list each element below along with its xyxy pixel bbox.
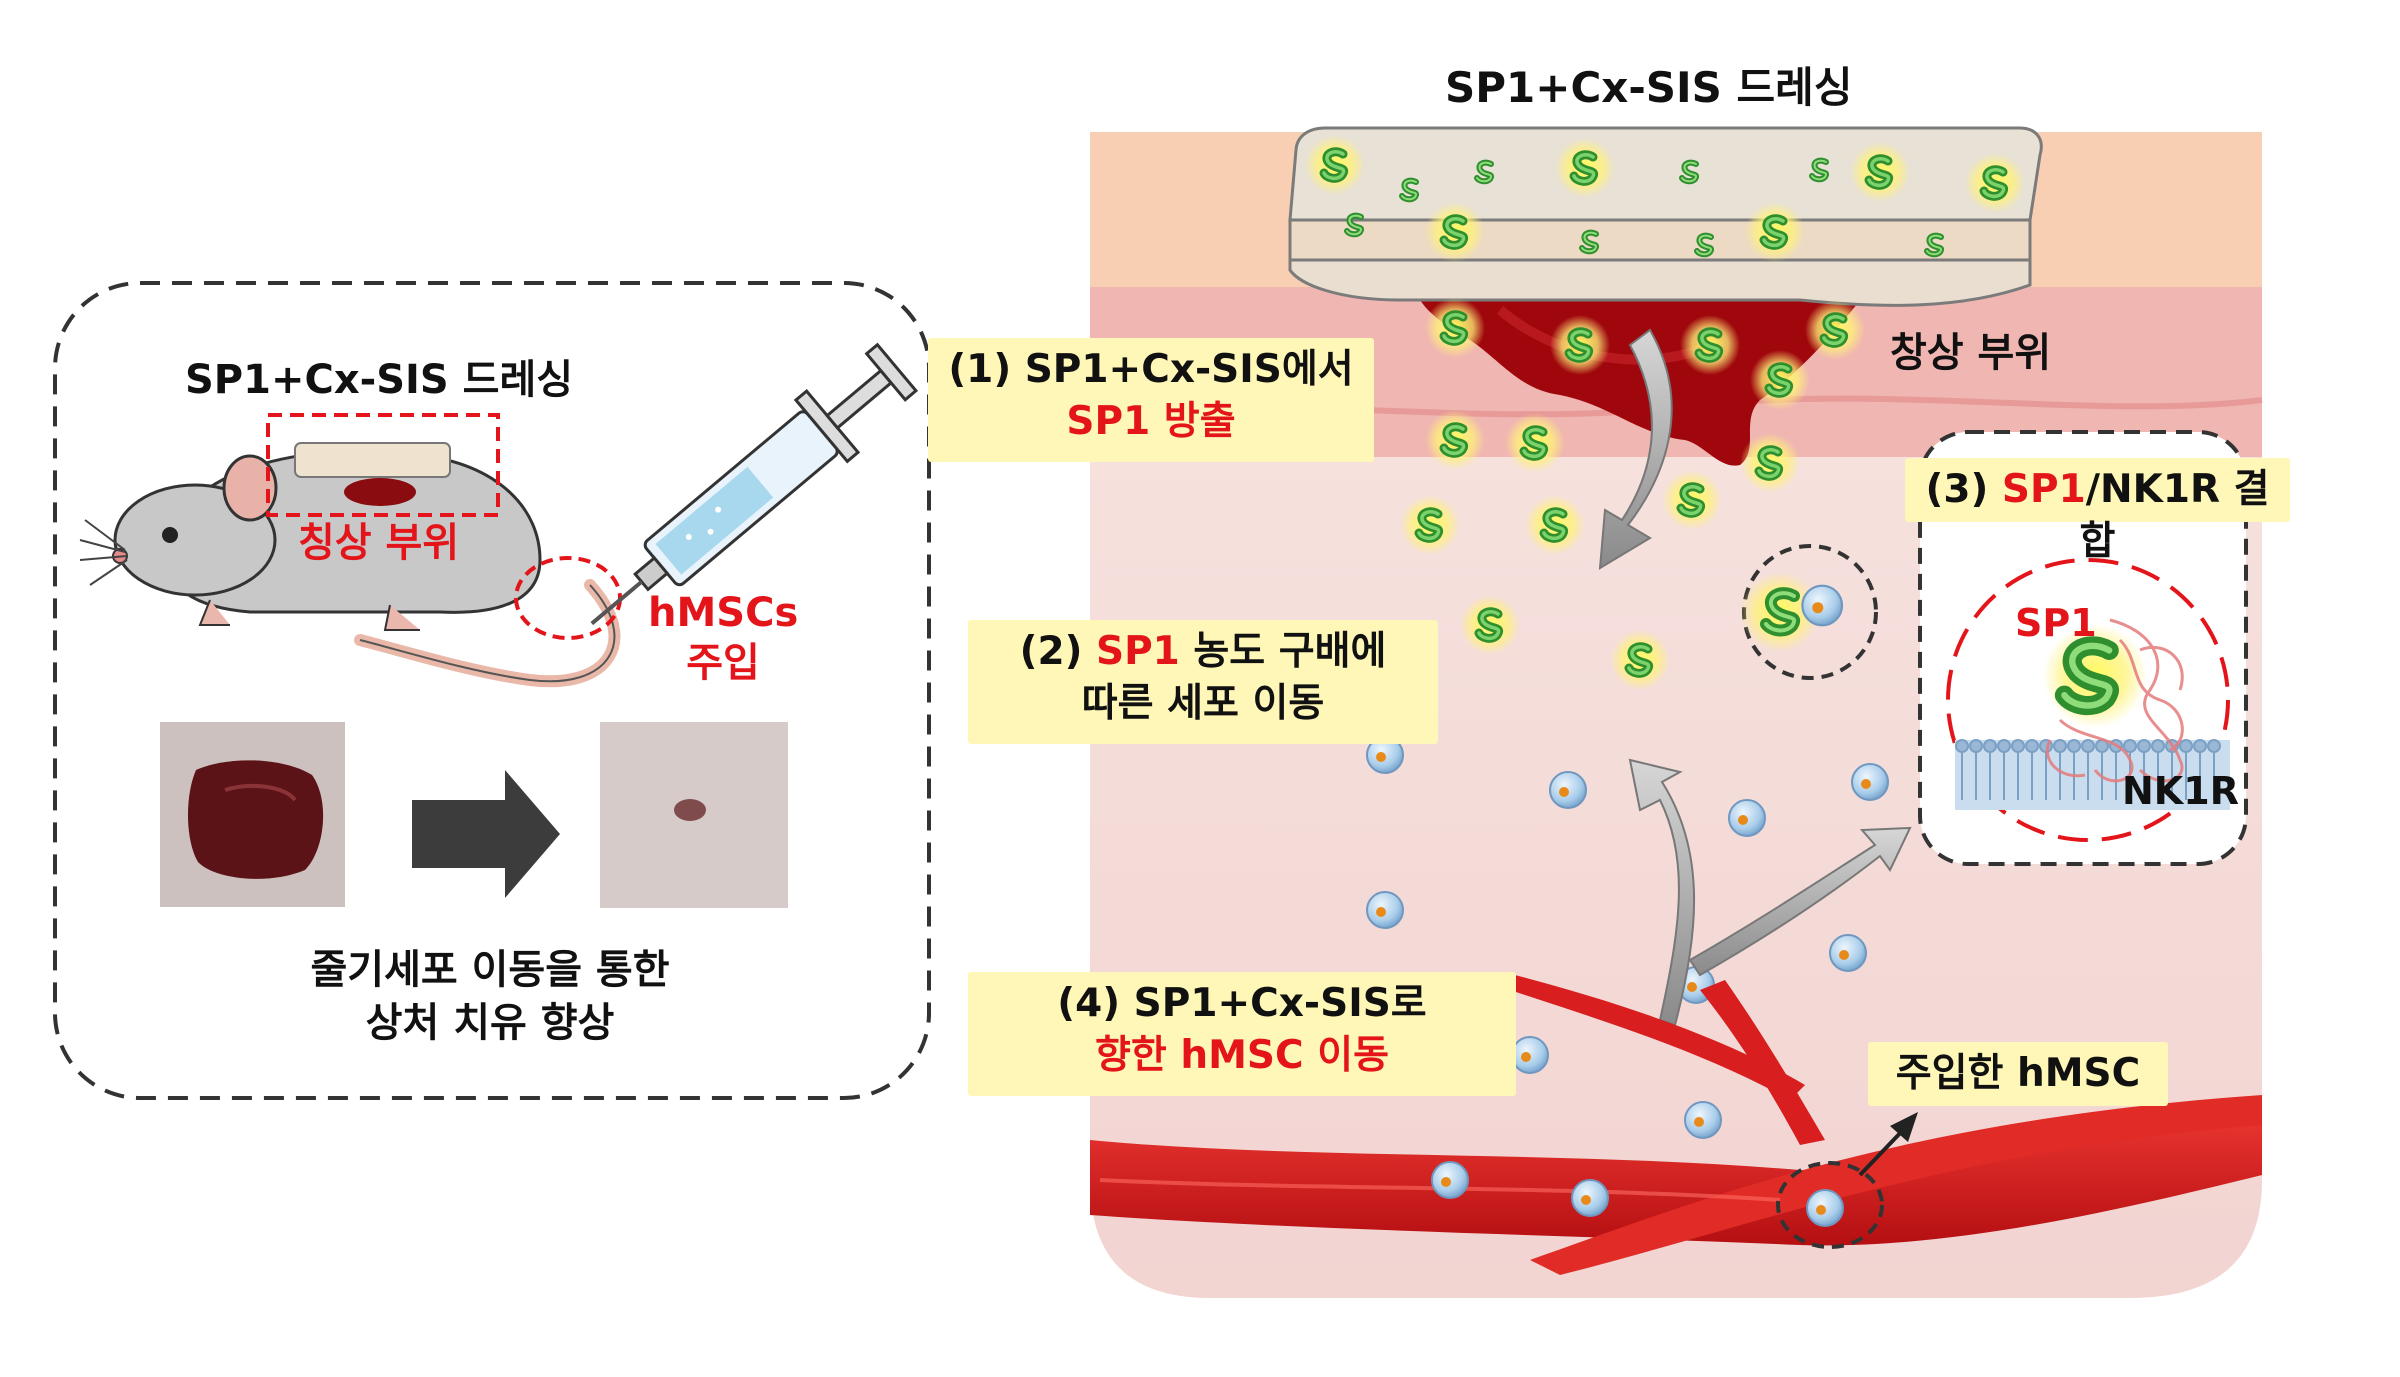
injected-hmsc-callout: 주입한 hMSC: [1868, 1042, 2168, 1106]
step2-suffix: 농도 구배에: [1179, 629, 1387, 674]
step4-line2: 향한 hMSC 이동: [1095, 1033, 1389, 1078]
step3-highlight: SP1: [2001, 467, 2086, 512]
injected-cell-highlight: [1776, 1112, 1918, 1249]
step2-callout: (2) SP1 농도 구배에 따른 세포 이동: [968, 620, 1438, 744]
mouse-icon: [79, 413, 622, 688]
lipid-head: [2179, 739, 2193, 753]
step1-callout: (1) SP1+Cx-SIS에서 SP1 방출: [928, 338, 1374, 462]
migration-arrows: [1628, 758, 1912, 1027]
lipid-head: [2011, 739, 2025, 753]
lipid-head: [2207, 739, 2221, 753]
release-arrow: [1598, 328, 1673, 570]
dressing-icon: [1288, 126, 2043, 307]
injection-label-line2: 주입: [686, 640, 760, 686]
arrow-right-icon: [412, 770, 560, 898]
receptor-icon: [1955, 739, 2230, 810]
lipid-head: [1997, 739, 2011, 753]
right-dressing-title: SP1+Cx-SIS 드레싱: [1445, 63, 1853, 112]
step4-callout: (4) SP1+Cx-SIS로 향한 hMSC 이동: [968, 972, 1516, 1096]
nk1r-protein: [2046, 618, 2184, 783]
lipid-head: [2151, 739, 2165, 753]
nk1r-label: NK1R: [2122, 769, 2239, 813]
lipid-head: [2025, 739, 2039, 753]
injection-label-line1: hMSCs: [648, 590, 799, 636]
sp1-label: SP1: [2015, 601, 2097, 645]
lipid-head: [2053, 739, 2067, 753]
right-wound-label: 창상 부위: [1890, 330, 2052, 376]
lipid-head: [2081, 739, 2095, 753]
lipid-head: [1969, 739, 1983, 753]
lipid-head: [2193, 739, 2207, 753]
binding-close-up: [1740, 544, 1878, 680]
wound-photo-before: [160, 722, 345, 907]
lipid-head: [1955, 739, 1969, 753]
left-wound-label: 칭상 부위: [298, 520, 460, 566]
step2-line2: 따른 세포 이동: [1081, 681, 1325, 726]
injected-hmsc-label: 주입한 hMSC: [1895, 1051, 2141, 1096]
blood-vessel-icon: [1090, 975, 2262, 1275]
wound-highlight-box: [266, 413, 500, 517]
step3-suffix: /NK1R 결합: [2079, 467, 2270, 564]
step1-line2: SP1 방출: [1066, 399, 1236, 444]
step3-prefix: (3): [1925, 467, 2002, 512]
wound-cavity: [1420, 300, 1860, 466]
result-caption-line1: 줄기세포 이동을 통한: [310, 947, 670, 993]
step2-highlight: SP1: [1096, 629, 1180, 674]
wound-photo-after: [600, 722, 788, 908]
left-dressing-title: SP1+Cx-SIS 드레싱: [185, 357, 574, 403]
left-panel-border: [53, 281, 931, 1100]
receptor-inset-panel: [1918, 430, 2248, 866]
lipid-head: [1983, 739, 1997, 753]
step4-line1: (4) SP1+Cx-SIS로: [1057, 981, 1427, 1026]
left-panel: [53, 281, 931, 1100]
step1-line1: (1) SP1+Cx-SIS에서: [948, 347, 1354, 392]
step2-prefix: (2): [1019, 629, 1096, 674]
lipid-head: [2137, 739, 2151, 753]
step3-callout: (3) SP1/NK1R 결합: [1905, 458, 2290, 564]
result-caption-line2: 상처 치유 향상: [365, 1000, 615, 1046]
lipid-head: [2067, 739, 2081, 753]
syringe-icon: [590, 342, 919, 626]
lipid-head: [2123, 739, 2137, 753]
